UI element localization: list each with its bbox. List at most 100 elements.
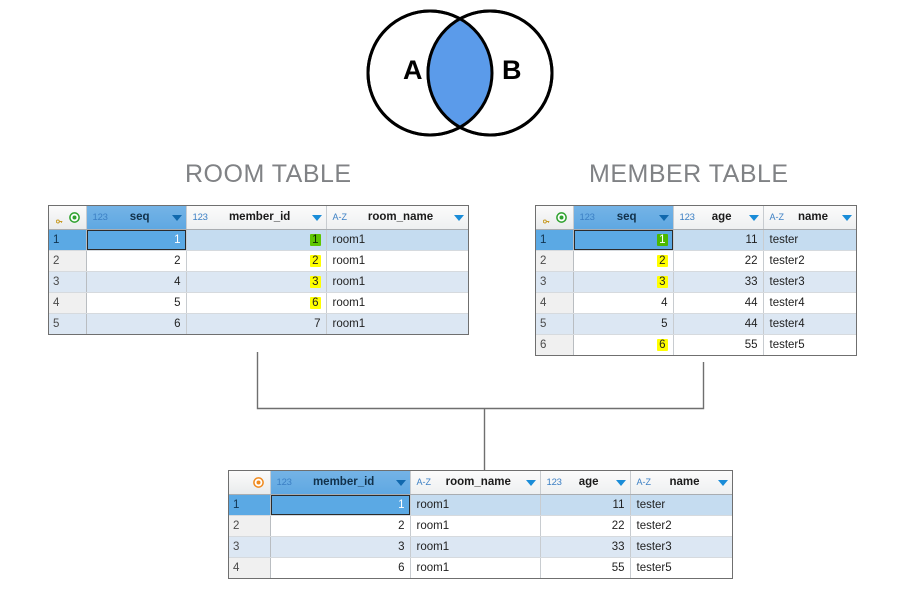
table-row[interactable]: 5 5 44 tester4 [536, 313, 856, 335]
room-row-number[interactable]: 3 [49, 271, 87, 293]
chevron-down-icon[interactable] [311, 214, 322, 221]
chevron-down-icon[interactable] [395, 479, 406, 486]
table-row[interactable]: 1 1 1 room1 [49, 229, 468, 251]
result-col-header-age[interactable]: 123 age [540, 471, 631, 495]
table-row[interactable]: 3 3 33 tester3 [536, 271, 856, 293]
member-cell-seq[interactable]: 5 [573, 313, 674, 335]
room-cell-member-id[interactable]: 6 [186, 292, 327, 314]
result-cell-age[interactable]: 11 [540, 494, 631, 516]
chevron-down-icon[interactable] [454, 214, 464, 221]
result-cell-name[interactable]: tester2 [630, 515, 732, 537]
chevron-down-icon[interactable] [525, 479, 536, 486]
member-row-number[interactable]: 6 [536, 334, 574, 355]
member-cell-seq[interactable]: 4 [573, 292, 674, 314]
result-cell-room-name[interactable]: room1 [410, 557, 541, 578]
table-row[interactable]: 5 6 7 room1 [49, 313, 468, 334]
room-cell-seq[interactable]: 5 [86, 292, 187, 314]
member-cell-seq[interactable]: 6 [573, 334, 674, 355]
room-cell-room-name[interactable]: room1 [326, 229, 468, 251]
table-row[interactable]: 3 3 room1 33 tester3 [229, 536, 732, 558]
table-row[interactable]: 2 2 2 room1 [49, 250, 468, 272]
member-cell-age[interactable]: 33 [673, 271, 764, 293]
result-cell-member-id[interactable]: 1 [270, 494, 411, 516]
table-row[interactable]: 4 5 6 room1 [49, 292, 468, 314]
room-cell-room-name[interactable]: room1 [326, 313, 468, 334]
chevron-down-icon[interactable] [842, 214, 852, 221]
member-cell-seq[interactable]: 2 [573, 250, 674, 272]
room-row-number[interactable]: 5 [49, 313, 87, 334]
member-row-marker-header[interactable] [536, 206, 574, 230]
member-col-header-age[interactable]: 123 age [673, 206, 764, 230]
result-cell-member-id[interactable]: 3 [270, 536, 411, 558]
result-cell-name[interactable]: tester3 [630, 536, 732, 558]
result-cell-room-name[interactable]: room1 [410, 536, 541, 558]
result-row-number[interactable]: 1 [229, 494, 271, 516]
room-row-number[interactable]: 1 [49, 229, 87, 251]
room-col-header-room-name[interactable]: A-Z room_name [326, 206, 468, 230]
chevron-down-icon[interactable] [718, 479, 728, 486]
room-cell-seq[interactable]: 4 [86, 271, 187, 293]
member-row-number[interactable]: 2 [536, 250, 574, 272]
result-cell-name[interactable]: tester [630, 494, 732, 516]
table-row[interactable]: 4 4 44 tester4 [536, 292, 856, 314]
table-row[interactable]: 6 6 55 tester5 [536, 334, 856, 355]
member-cell-name[interactable]: tester [763, 229, 856, 251]
result-cell-room-name[interactable]: room1 [410, 494, 541, 516]
member-cell-name[interactable]: tester5 [769, 339, 805, 351]
table-row[interactable]: 2 2 22 tester2 [536, 250, 856, 272]
chevron-down-icon[interactable] [748, 214, 759, 221]
result-col-header-name[interactable]: A-Z name [630, 471, 732, 495]
table-row[interactable]: 3 4 3 room1 [49, 271, 468, 293]
chevron-down-icon[interactable] [615, 479, 626, 486]
room-cell-room-name[interactable]: room1 [326, 271, 468, 293]
member-cell-name[interactable]: tester4 [763, 292, 856, 314]
room-cell-member-id[interactable]: 3 [186, 271, 327, 293]
result-row-number[interactable]: 3 [229, 536, 271, 558]
member-cell-name[interactable]: tester3 [763, 271, 856, 293]
member-row-number[interactable]: 1 [536, 229, 574, 251]
room-row-number[interactable]: 4 [49, 292, 87, 314]
room-cell-seq[interactable]: 6 [86, 313, 187, 334]
room-cell-room-name[interactable]: room1 [326, 250, 468, 272]
result-cell-room-name[interactable]: room1 [410, 515, 541, 537]
room-col-header-member-id[interactable]: 123 member_id [186, 206, 327, 230]
room-cell-member-id[interactable]: 2 [186, 250, 327, 272]
member-cell-age[interactable]: 11 [673, 229, 764, 251]
room-cell-seq[interactable]: 1 [86, 229, 187, 251]
member-cell-age[interactable]: 22 [673, 250, 764, 272]
table-row[interactable]: 4 6 room1 55 tester5 [229, 557, 732, 578]
result-cell-age[interactable]: 33 [540, 536, 631, 558]
member-row-number[interactable]: 5 [536, 313, 574, 335]
room-row-number[interactable]: 2 [49, 250, 87, 272]
member-cell-age[interactable]: 44 [673, 313, 764, 335]
room-table-grid[interactable]: 123 seq 123 member_id [48, 205, 469, 335]
result-cell-member-id[interactable]: 6 [270, 557, 411, 578]
member-col-header-seq[interactable]: 123 seq [543, 206, 674, 230]
member-cell-name[interactable]: tester2 [763, 250, 856, 272]
chevron-down-icon[interactable] [171, 214, 182, 221]
room-cell-member-id[interactable]: 1 [186, 229, 327, 251]
result-col-header-member-id[interactable]: 123 member_id [270, 471, 411, 495]
result-row-marker-header[interactable] [229, 471, 271, 495]
member-row-number[interactable]: 3 [536, 271, 574, 293]
table-row[interactable]: 2 2 room1 22 tester2 [229, 515, 732, 537]
member-row-number[interactable]: 4 [536, 292, 574, 314]
result-cell-age[interactable]: 22 [540, 515, 631, 537]
result-row-number[interactable]: 4 [229, 557, 271, 578]
room-row-marker-header[interactable] [49, 206, 87, 230]
member-cell-seq[interactable]: 3 [573, 271, 674, 293]
member-cell-name[interactable]: tester4 [763, 313, 856, 335]
member-cell-age[interactable]: 55 [673, 334, 764, 355]
result-table-grid[interactable]: 123 member_id A-Z room_name 123 ag [228, 470, 733, 579]
table-row[interactable]: 1 1 room1 11 tester [229, 494, 732, 516]
result-col-header-room-name[interactable]: A-Z room_name [410, 471, 541, 495]
result-row-number[interactable]: 2 [229, 515, 271, 537]
result-cell-name[interactable]: tester5 [636, 562, 672, 574]
room-col-header-seq[interactable]: 123 seq [56, 206, 187, 230]
chevron-down-icon[interactable] [658, 214, 669, 221]
room-cell-seq[interactable]: 2 [86, 250, 187, 272]
room-cell-member-id[interactable]: 7 [186, 313, 327, 334]
member-col-header-name[interactable]: A-Z name [763, 206, 856, 230]
member-cell-age[interactable]: 44 [673, 292, 764, 314]
result-cell-age[interactable]: 55 [540, 557, 631, 578]
